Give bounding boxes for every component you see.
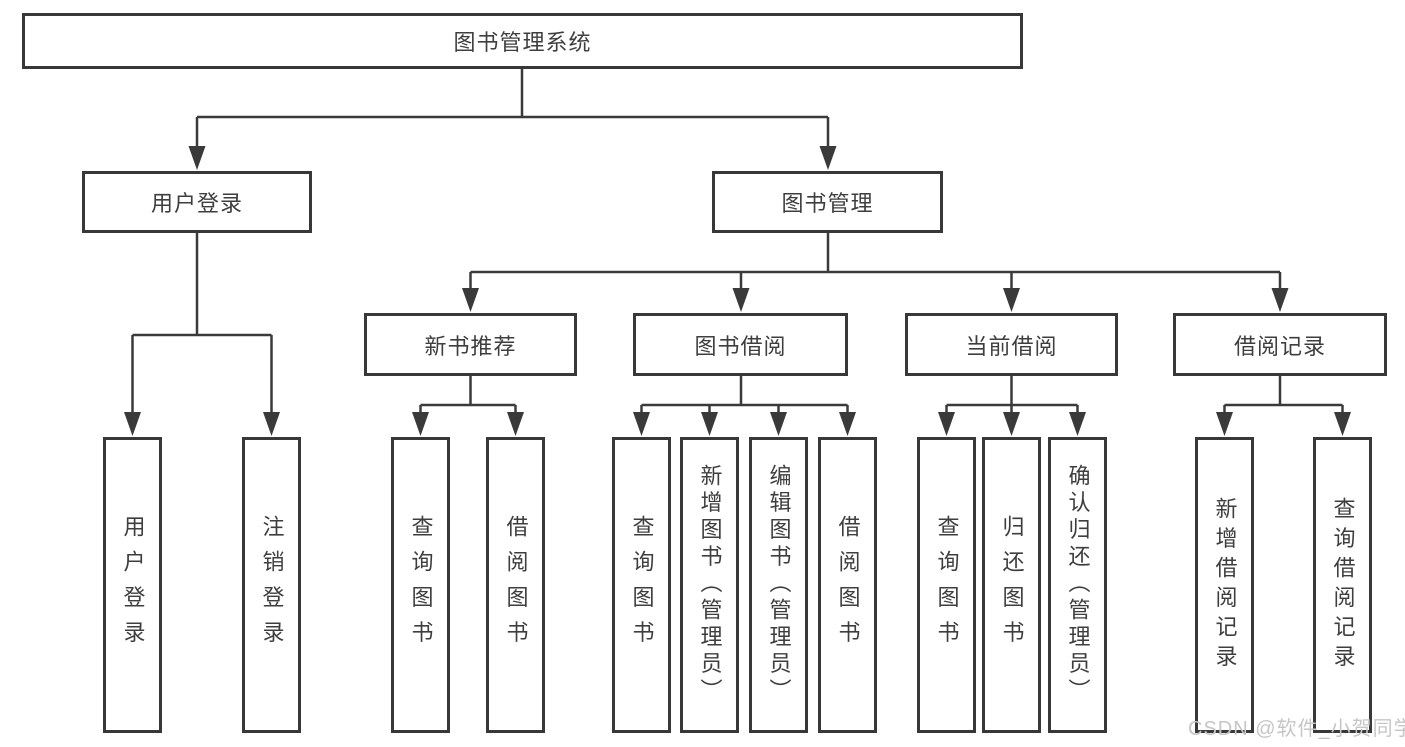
- leaf-query-borrow-record-label: 查询借阅记录: [1330, 496, 1356, 674]
- leaf-edit-book-admin: 编辑图书（管理员）: [749, 437, 808, 733]
- leaf-borrow-books-label: 借阅图书: [835, 514, 861, 656]
- leaf-query-books-recommend: 查询图书: [391, 437, 450, 733]
- branch-book-management-label: 图书管理: [781, 191, 874, 216]
- branch-user-login-label: 用户登录: [150, 191, 243, 216]
- leaf-query-books-current-label: 查询图书: [934, 514, 960, 656]
- leaf-return-books-label: 归还图书: [999, 514, 1025, 656]
- leaf-add-borrow-record-label: 新增借阅记录: [1212, 496, 1238, 674]
- leaf-query-books-current: 查询图书: [917, 437, 976, 733]
- section-new-book-recommend: 新书推荐: [364, 313, 577, 376]
- leaf-query-borrow-record: 查询借阅记录: [1313, 437, 1372, 733]
- leaf-query-books-borrow-label: 查询图书: [629, 514, 655, 656]
- branch-book-management: 图书管理: [712, 171, 943, 233]
- leaf-query-books-recommend-label: 查询图书: [408, 514, 434, 656]
- root-node: 图书管理系统: [22, 13, 1023, 69]
- csdn-watermark: CSDN @软件_小贺同学: [1188, 718, 1405, 740]
- leaf-borrow-books-recommend-label: 借阅图书: [503, 514, 529, 656]
- section-book-borrow: 图书借阅: [633, 313, 848, 376]
- leaf-user-login: 用户登录: [103, 437, 162, 733]
- section-borrow-records: 借阅记录: [1173, 313, 1387, 376]
- section-borrow-records-label: 借阅记录: [1233, 333, 1326, 359]
- section-current-borrow: 当前借阅: [905, 313, 1118, 376]
- leaf-add-borrow-record: 新增借阅记录: [1195, 437, 1254, 733]
- section-current-borrow-label: 当前借阅: [965, 333, 1058, 359]
- leaf-add-book-admin: 新增图书（管理员）: [680, 437, 739, 733]
- section-new-book-recommend-label: 新书推荐: [424, 333, 517, 359]
- leaf-confirm-return-admin: 确认归还（管理员）: [1048, 437, 1107, 733]
- section-book-borrow-label: 图书借阅: [694, 333, 787, 359]
- leaf-user-login-label: 用户登录: [120, 514, 146, 656]
- leaf-borrow-books-recommend: 借阅图书: [486, 437, 545, 733]
- leaf-borrow-books: 借阅图书: [818, 437, 877, 733]
- leaf-query-books-borrow: 查询图书: [612, 437, 671, 733]
- leaf-add-book-admin-label: 新增图书（管理员）: [697, 464, 723, 706]
- leaf-logout: 注销登录: [242, 437, 301, 733]
- leaf-logout-label: 注销登录: [259, 514, 285, 656]
- branch-user-login: 用户登录: [82, 171, 312, 233]
- leaf-return-books: 归还图书: [982, 437, 1041, 733]
- root-node-label: 图书管理系统: [453, 30, 592, 55]
- leaf-confirm-return-admin-label: 确认归还（管理员）: [1065, 464, 1091, 706]
- leaf-edit-book-admin-label: 编辑图书（管理员）: [766, 464, 792, 706]
